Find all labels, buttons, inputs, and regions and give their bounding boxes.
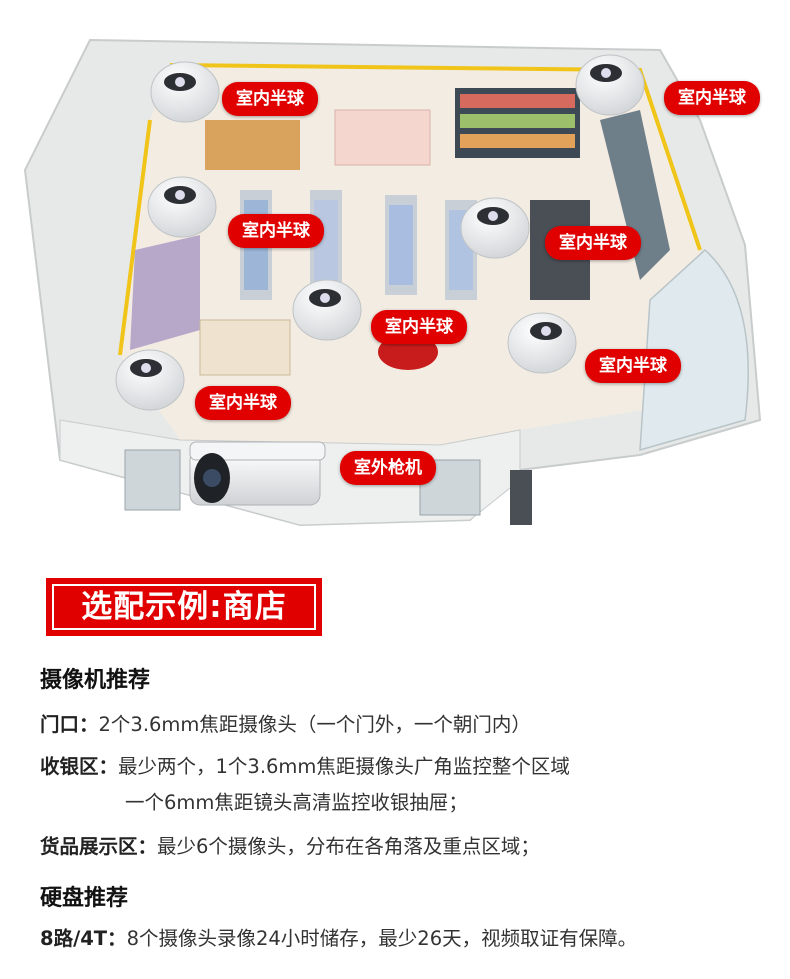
counter [205, 120, 300, 170]
cashier-text-1: 最少两个，1个3.6mm焦距摄像头广角监控整个区域 [118, 755, 570, 778]
banner-title: 选配示例:商店 [52, 584, 316, 630]
fridge-goods [460, 114, 575, 128]
store-floorplan-illustration: 室内半球 室内半球 室内半球 室内半球 室内半球 室内半球 室内半球 室外枪机 [23, 38, 762, 527]
dome-camera-label: 室内半球 [222, 82, 318, 116]
shelf-goods [389, 205, 413, 285]
dome-camera-label: 室内半球 [545, 226, 641, 260]
door [124, 449, 181, 511]
dome-camera [147, 176, 217, 238]
dome-camera [507, 312, 577, 374]
display-area-line: 货品展示区：最少6个摄像头，分布在各角落及重点区域； [40, 830, 540, 859]
camera-section-title: 摄像机推荐 [40, 668, 151, 693]
disk-spec-label: 8路/4T： [40, 927, 127, 950]
disk-spec-text: 8个摄像头录像24小时储存，最少26天，视频取证有保障。 [126, 927, 638, 950]
dome-camera-label: 室内半球 [371, 310, 467, 344]
dome-camera [575, 54, 645, 116]
dome-camera-label: 室内半球 [228, 214, 324, 248]
entrance-line: 门口：2个3.6mm焦距摄像头（一个门外，一个朝门内） [40, 708, 531, 737]
shelf-goods [314, 200, 338, 290]
entrance-text: 2个3.6mm焦距摄像头（一个门外，一个朝门内） [98, 713, 531, 736]
cashier-label: 收银区： [40, 755, 119, 778]
fridge-goods [460, 94, 575, 108]
right-shelf [600, 110, 670, 280]
cashier-line: 收银区：最少两个，1个3.6mm焦距摄像头广角监控整个区域 [40, 750, 570, 779]
dome-camera-label: 室内半球 [195, 386, 291, 420]
disk-section-title: 硬盘推荐 [40, 886, 129, 911]
disk-spec-line: 8路/4T：8个摄像头录像24小时储存，最少26天，视频取证有保障。 [40, 922, 637, 951]
glass-storefront [639, 248, 749, 452]
door [510, 470, 532, 525]
display-area-text: 最少6个摄像头，分布在各角落及重点区域； [157, 835, 540, 858]
dome-camera [150, 61, 220, 123]
dome-camera [115, 349, 185, 411]
cashier-counter [199, 319, 291, 376]
entrance-label: 门口： [40, 713, 99, 736]
wall-trim-left [118, 119, 152, 356]
bullet-camera [189, 441, 326, 506]
meat-display [334, 109, 431, 166]
display-area-label: 货品展示区： [40, 835, 158, 858]
fridge-goods [460, 134, 575, 148]
dome-camera-label: 室内半球 [664, 81, 760, 115]
bullet-camera-label: 室外枪机 [340, 451, 436, 485]
example-banner: 选配示例:商店 [46, 578, 322, 636]
dome-camera-label: 室内半球 [585, 349, 681, 383]
cashier-text-2: 一个6mm焦距镜头高清监控收银抽屉； [125, 791, 468, 814]
left-shelf [130, 235, 200, 350]
dome-camera [292, 279, 362, 341]
dome-camera [460, 197, 530, 259]
